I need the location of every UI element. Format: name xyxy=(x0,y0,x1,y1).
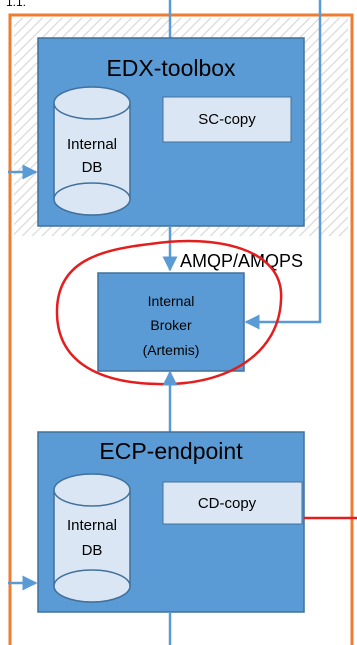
amqp-label: AMQP/AMQPS xyxy=(180,251,303,271)
outer-container xyxy=(8,13,354,645)
broker-line2: Broker xyxy=(150,317,192,333)
ecp-db-line1: Internal xyxy=(67,517,117,534)
internal-broker-box xyxy=(97,272,245,372)
broker-line3: (Artemis) xyxy=(143,342,200,358)
ecp-internal-db: Internal DB xyxy=(53,473,131,603)
edx-db-line1: Internal xyxy=(67,136,117,153)
top-fragment-text: 1.1. xyxy=(6,0,26,9)
sc-copy-box xyxy=(162,96,292,143)
ecp-db-line2: DB xyxy=(82,542,103,559)
edx-toolbox-title: EDX-toolbox xyxy=(106,55,236,81)
cd-copy-label: CD-copy xyxy=(198,495,257,512)
edx-internal-db: Internal DB xyxy=(53,86,131,216)
ecp-endpoint-title: ECP-endpoint xyxy=(99,438,243,464)
broker-line1: Internal xyxy=(148,293,195,309)
sc-copy-label: SC-copy xyxy=(198,111,256,128)
edx-db-line2: DB xyxy=(82,159,103,176)
cd-copy-box xyxy=(162,481,303,525)
right-line-to-broker xyxy=(244,0,322,330)
